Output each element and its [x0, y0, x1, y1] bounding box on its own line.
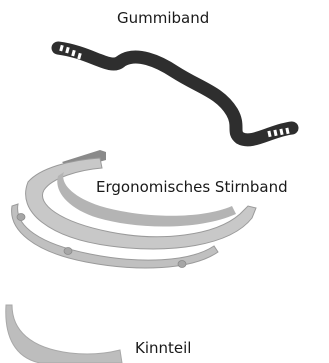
- headband-pins: [16, 213, 187, 268]
- chin-piece-body: [5, 304, 123, 363]
- headband-frame: [11, 150, 257, 269]
- chin-piece: [5, 304, 123, 363]
- elastic-band-left-slots: [59, 44, 82, 60]
- label-kinnteil: Kinnteil: [135, 339, 192, 357]
- elastic-band-right-slots: [267, 127, 290, 138]
- label-gummiband: Gummiband: [117, 9, 210, 27]
- headband-inner-face: [57, 172, 237, 227]
- headband-outer-band: [25, 157, 257, 250]
- headband-inner-ring: [11, 203, 219, 269]
- label-stirnband: Ergonomisches Stirnband: [96, 178, 288, 196]
- elastic-band-body: [51, 41, 299, 147]
- elastic-band: [51, 41, 299, 147]
